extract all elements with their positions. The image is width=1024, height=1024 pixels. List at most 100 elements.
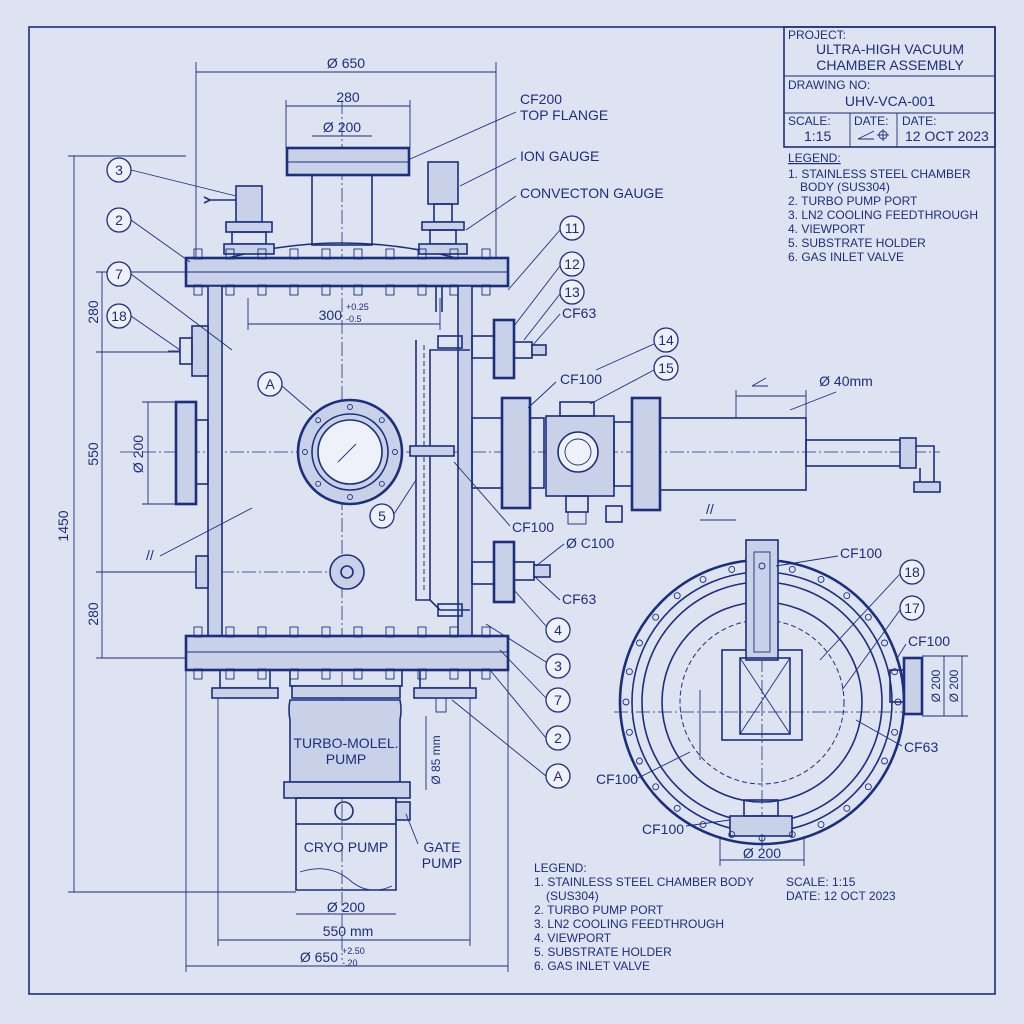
- dim-d650-top: Ø 650: [327, 55, 365, 71]
- svg-text:18: 18: [111, 308, 127, 324]
- date-label: DATE:: [854, 114, 888, 128]
- plan-bolt-hole: [817, 821, 825, 828]
- balloon-18-left: 18: [106, 303, 132, 329]
- flange-bolt: [417, 668, 427, 680]
- callout-top-flange: TOP FLANGE: [520, 107, 608, 123]
- callout-ion-gauge: ION GAUGE: [520, 148, 599, 164]
- flange-bolt: [289, 668, 299, 680]
- legend-top-item: 3. LN2 COOLING FEEDTHROUGH: [788, 208, 978, 222]
- svg-text:2: 2: [115, 212, 123, 228]
- flange-bolt: [353, 248, 363, 260]
- plan-bolt-hole: [673, 592, 681, 600]
- manipulator-flange: [630, 396, 662, 512]
- side-manipulator: [545, 396, 941, 525]
- viewport-bolt: [392, 449, 398, 455]
- item-balloons: 3 2 7 18 A 5 11 12 13 14 15 4 3 7 2 A 18…: [106, 157, 925, 789]
- svg-text:4: 4: [554, 622, 562, 638]
- right-port-cf100: [471, 396, 545, 510]
- flange-bolt: [257, 284, 267, 296]
- svg-text:A: A: [553, 768, 563, 784]
- plan-bolt-hole: [699, 576, 707, 583]
- flange-bolt: [449, 626, 459, 638]
- dim-1450-height: 1450: [55, 510, 71, 541]
- flange-bolt: [193, 626, 203, 638]
- dim-280-lower: 280: [85, 602, 101, 626]
- legend-bottom-date: DATE: 12 OCT 2023: [786, 889, 896, 903]
- legend-bottom-item: 4. VIEWPORT: [534, 931, 612, 945]
- plan-bolt-hole: [758, 834, 766, 842]
- plan-bolt-hole: [891, 728, 899, 736]
- plan-bolt-hole: [625, 668, 633, 676]
- plan-bolt-hole: [636, 757, 643, 765]
- project-label: PROJECT:: [788, 28, 846, 42]
- dim-300-width: 300: [319, 307, 343, 323]
- projection-symbol-icon: [857, 129, 889, 141]
- legend-bottom-item: 3. LN2 COOLING FEEDTHROUGH: [534, 917, 724, 931]
- plan-bottom-port: [729, 815, 793, 837]
- svg-text:A: A: [265, 376, 275, 392]
- legend-bottom-item: 6. GAS INLET VALVE: [534, 959, 650, 973]
- plan-bolt-hole: [817, 576, 825, 583]
- flange-bolt: [289, 248, 299, 260]
- chamber-wall-left: [207, 285, 223, 637]
- svg-text:17: 17: [904, 600, 920, 616]
- svg-text:13: 13: [564, 284, 580, 300]
- flange-bolt: [417, 248, 427, 260]
- plan-bolt-hole: [881, 757, 888, 765]
- right-port-cf63-upper: [471, 318, 547, 380]
- plan-callout-cf100-bottom: CF100: [642, 821, 684, 837]
- lower-small-port: [329, 554, 365, 590]
- plan-bolt-hole: [843, 592, 851, 600]
- svg-text:11: 11: [565, 220, 580, 236]
- viewport-bolt: [315, 480, 322, 487]
- flange-bolt: [257, 626, 267, 638]
- balloon-7-top: 7: [106, 261, 132, 287]
- legend-top-item: 5. SUBSTRATE HOLDER: [788, 236, 926, 250]
- svg-text:18: 18: [904, 564, 920, 580]
- legend-top-heading: LEGEND:: [788, 151, 841, 165]
- callout-convection-gauge: CONVECTON GAUGE: [520, 185, 664, 201]
- svg-text:3: 3: [115, 162, 123, 178]
- label-gate-pump-1: GATE: [423, 839, 460, 855]
- dim-d200-side-b: Ø 200: [947, 669, 961, 702]
- flange-bolt: [257, 248, 267, 260]
- plan-right-port: [902, 656, 924, 716]
- plan-bolt-hole: [788, 565, 796, 573]
- viewport-bolt: [347, 404, 353, 410]
- sheet-border: [28, 26, 996, 995]
- legend-bottom-item: 2. TURBO PUMP PORT: [534, 903, 664, 917]
- callouts: CF200 TOP FLANGE ION GAUGE CONVECTON GAU…: [293, 91, 950, 871]
- flange-bolt: [481, 248, 491, 260]
- plan-bolt-hole: [891, 668, 899, 676]
- balloon-2-top: 2: [106, 207, 132, 233]
- viewport-bolt: [347, 494, 353, 500]
- balloon-12: 12: [559, 251, 585, 277]
- dim-d200-top: Ø 200: [323, 119, 361, 135]
- flange-bolt: [225, 668, 235, 680]
- legend-top-item: 6. GAS INLET VALVE: [788, 250, 904, 264]
- label-cryo-pump: CRYO PUMP: [304, 839, 389, 855]
- dim-550-height: 550: [85, 442, 101, 466]
- flange-bolt: [385, 626, 395, 638]
- dim-300-tol-plus: +0.25: [346, 302, 369, 312]
- viewport-bolt: [315, 417, 322, 424]
- slash-mark-right: //: [706, 501, 714, 517]
- flange-bolt: [385, 668, 395, 680]
- plan-callout-cf63: CF63: [904, 739, 938, 755]
- callout-cf200: CF200: [520, 91, 562, 107]
- legend-bottom-item: 1. STAINLESS STEEL CHAMBER BODY: [534, 875, 754, 889]
- legend-top-item: 1. STAINLESS STEEL CHAMBER: [788, 167, 971, 181]
- dim-d200-bottom: Ø 200: [327, 899, 365, 915]
- label-turbo-pump-1: TURBO-MOLEL.: [293, 735, 398, 751]
- flange-bolt: [417, 284, 427, 296]
- plan-callout-cf100-left: CF100: [596, 771, 638, 787]
- flange-bolt: [225, 284, 235, 296]
- slash-mark-left: //: [146, 547, 154, 563]
- callout-cf63-upper: CF63: [562, 305, 596, 321]
- balloon-2-low: 2: [545, 725, 571, 751]
- plan-bolt-hole: [636, 639, 643, 647]
- balloon-3-low: 3: [545, 653, 571, 679]
- svg-text:3: 3: [554, 658, 562, 674]
- right-port-cf63-lower: [471, 540, 551, 604]
